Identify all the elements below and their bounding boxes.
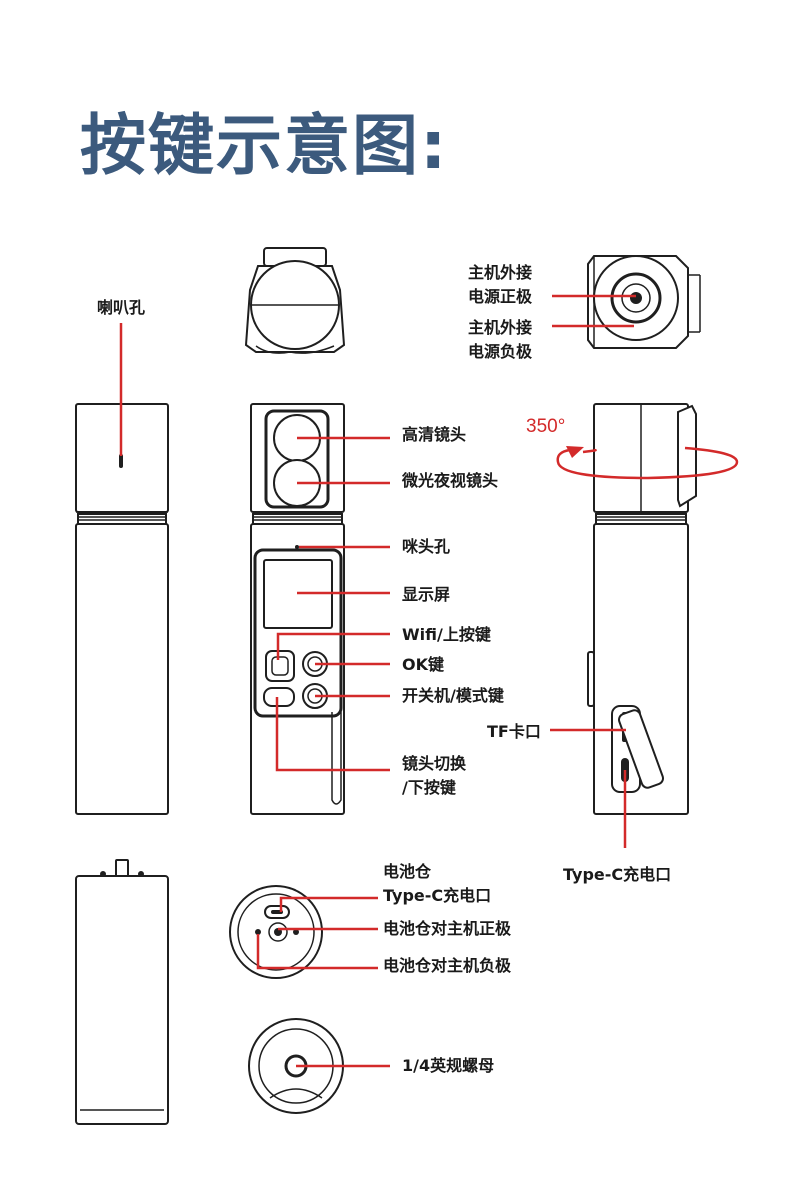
lowlight-lens-label: 微光夜视镜头 [401, 471, 498, 490]
lens-switch-label-1: 镜头切换 [402, 754, 467, 773]
host-power-callouts: 主机外接 电源正极 主机外接 电源负极 [468, 263, 636, 361]
tf-slot-label: TF卡口 [487, 722, 541, 741]
battery-positive-label: 电池仓对主机正极 [383, 919, 512, 938]
speaker-label: 喇叭孔 [97, 298, 145, 317]
device-rear-head-view [587, 255, 701, 349]
battery-top-view [229, 885, 323, 979]
device-front-view [250, 403, 345, 815]
host-positive-label-2: 电源正极 [468, 287, 533, 306]
screen-label: 显示屏 [402, 585, 450, 604]
battery-callouts: 电池仓 Type-C充电口 电池仓对主机正极 电池仓对主机负极 [256, 862, 512, 975]
lens-switch-down-button[interactable] [263, 687, 295, 707]
nut-callout: 1/4英规螺母 [296, 1056, 494, 1075]
ok-label: OK键 [402, 655, 444, 674]
host-negative-label-1: 主机外接 [468, 318, 532, 337]
device-left-view [75, 403, 169, 815]
lens-switch-label-2: /下按键 [402, 778, 456, 797]
device-right-side-view [587, 403, 697, 815]
battery-side-view [75, 859, 169, 1125]
mic-hole-icon [295, 545, 299, 549]
mic-label: 咪头孔 [402, 537, 450, 556]
host-positive-label-1: 主机外接 [468, 263, 532, 282]
battery-label-2: Type-C充电口 [383, 886, 491, 905]
page-title: 按键示意图: [80, 107, 449, 184]
front-callouts: 高清镜头 微光夜视镜头 咪头孔 显示屏 Wifi/上按键 OK键 开关机/模式键… [275, 425, 504, 797]
typec-main-label: Type-C充电口 [563, 865, 671, 884]
rotation-arrow-icon: 350° [526, 416, 739, 480]
nut-label: 1/4英规螺母 [402, 1056, 494, 1075]
battery-label-1: 电池仓 [383, 862, 432, 881]
power-mode-label: 开关机/模式键 [402, 686, 504, 705]
device-top-view [244, 247, 346, 354]
host-negative-label-2: 电源负极 [468, 342, 533, 361]
speaker-callout: 喇叭孔 [97, 298, 145, 456]
speaker-hole-icon [119, 454, 123, 468]
wifi-up-button[interactable] [265, 650, 295, 682]
battery-negative-label: 电池仓对主机负极 [383, 956, 512, 975]
hd-lens-label: 高清镜头 [402, 425, 466, 444]
wifi-up-label: Wifi/上按键 [402, 625, 491, 644]
right-side-callouts: TF卡口 Type-C充电口 [487, 722, 671, 884]
rotation-label: 350° [526, 416, 565, 437]
